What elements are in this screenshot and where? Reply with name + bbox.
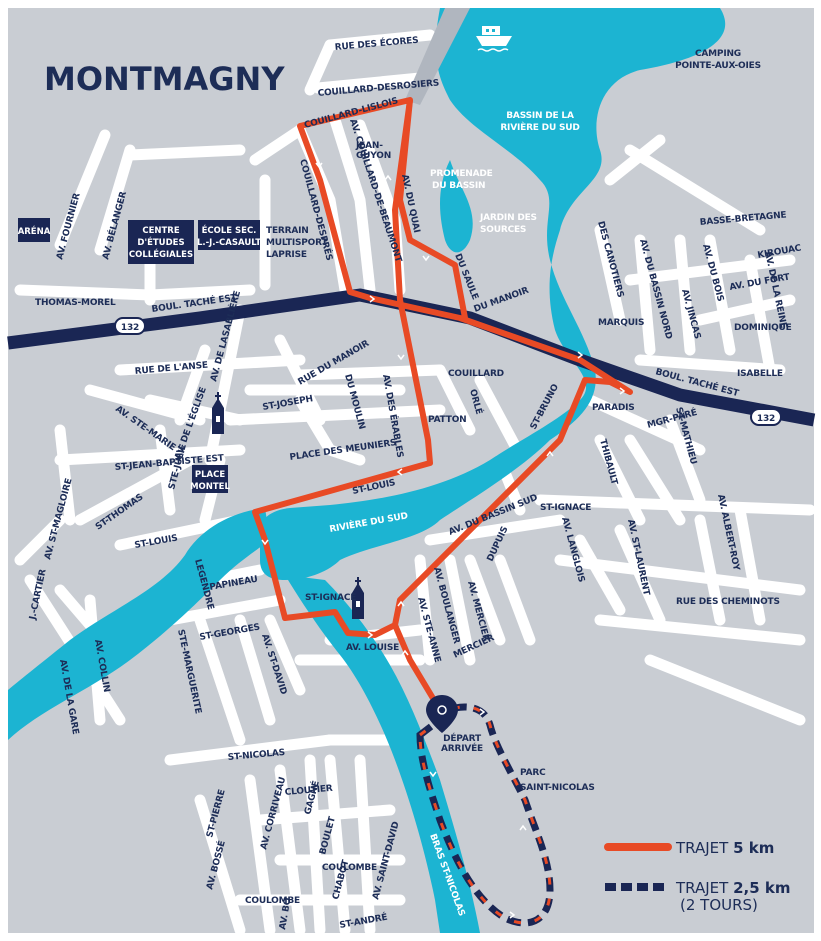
bassin-label-2: RIVIÈRE DU SUD (500, 121, 579, 133)
parc-label: PARC (520, 768, 546, 778)
svg-text:MULTISPORT: MULTISPORT (266, 238, 328, 248)
cegep-box: CENTRE D'ÉTUDES COLLÉGIALES (128, 220, 194, 264)
svg-text:132: 132 (757, 414, 775, 424)
map-title: MONTMAGNY (44, 60, 285, 98)
svg-text:132: 132 (121, 323, 139, 333)
svg-text:D'ÉTUDES: D'ÉTUDES (137, 236, 184, 248)
highway-132 (7, 288, 816, 427)
legend-note-2-5km: (2 TOURS) (680, 896, 758, 914)
svg-text:MARQUIS: MARQUIS (598, 318, 644, 328)
jardin-label: JARDIN DES (479, 213, 537, 223)
dock (405, 8, 470, 105)
place-montel-box: PLACE MONTEL (190, 465, 230, 493)
legend-label-5km: TRAJET 5 km (675, 839, 774, 857)
boat-icon (476, 26, 512, 52)
church-icon-west (212, 392, 224, 434)
legend-label-2-5km: TRAJET 2,5 km (675, 879, 790, 897)
svg-text:COULOMBE: COULOMBE (322, 863, 377, 873)
svg-text:CENTRE: CENTRE (142, 226, 180, 236)
start-finish-label: DÉPART (443, 732, 482, 744)
jardin-label-2: SOURCES (480, 225, 526, 235)
svg-text:TERRAIN: TERRAIN (266, 226, 309, 236)
camping-label: CAMPING (695, 49, 741, 59)
svg-text:GUYON: GUYON (356, 151, 391, 161)
church-icon-central (352, 577, 364, 619)
route-arrows (261, 162, 626, 919)
promenade-label-2: DU BASSIN (432, 181, 485, 191)
svg-text:LAPRISE: LAPRISE (266, 250, 307, 260)
ecole-box: ÉCOLE SEC. L.-J.-CASAULT (197, 220, 261, 250)
start-finish-marker (426, 695, 458, 733)
bassin-label: BASSIN DE LA (506, 111, 574, 121)
svg-text:ARÉNA: ARÉNA (18, 225, 51, 237)
svg-text:JEAN-: JEAN- (355, 141, 383, 151)
terrain-label: TERRAIN MULTISPORT LAPRISE (266, 226, 329, 260)
river-water (8, 8, 726, 933)
svg-text:ST-IGNACE: ST-IGNACE (305, 593, 356, 603)
svg-text:PARADIS: PARADIS (592, 403, 635, 413)
svg-text:COLLÉGIALES: COLLÉGIALES (129, 248, 193, 260)
street-network (14, 29, 816, 936)
svg-text:ST-IGNACE: ST-IGNACE (540, 503, 591, 513)
camping-label-2: POINTE-AUX-OIES (675, 61, 761, 71)
svg-text:THOMAS-MOREL: THOMAS-MOREL (35, 298, 116, 308)
svg-text:AV. LOUISE: AV. LOUISE (346, 643, 399, 653)
svg-text:L.-J.-CASAULT: L.-J.-CASAULT (197, 238, 261, 248)
svg-text:MONTEL: MONTEL (190, 482, 230, 492)
svg-text:COUILLARD: COUILLARD (448, 369, 504, 379)
svg-text:ÉCOLE SEC.: ÉCOLE SEC. (202, 224, 257, 236)
arena-box: ARÉNA (18, 218, 51, 242)
svg-text:DOMINIQUE: DOMINIQUE (734, 323, 792, 333)
svg-text:ST-NICOLAS: ST-NICOLAS (227, 748, 285, 763)
route-5km-east-arm (397, 99, 468, 319)
svg-text:ISABELLE: ISABELLE (737, 369, 783, 379)
route-2-5km-highlight (418, 705, 552, 925)
parc-label-2: SAINT-NICOLAS (520, 783, 595, 793)
svg-text:CLOUTIER: CLOUTIER (284, 784, 333, 798)
highway-shield-east: 132 (750, 408, 782, 426)
svg-text:PATTON: PATTON (428, 415, 467, 425)
svg-text:RUE DES CHEMINOTS: RUE DES CHEMINOTS (676, 597, 780, 607)
svg-text:PLACE: PLACE (195, 470, 225, 480)
svg-text:COULOMBE: COULOMBE (245, 896, 300, 906)
promenade-label: PROMENADE (430, 169, 493, 179)
legend: TRAJET 5 km TRAJET 2,5 km (2 TOURS) (604, 839, 790, 914)
highway-shield-west: 132 (114, 317, 146, 335)
start-finish-label-2: ARRIVÉE (441, 742, 483, 754)
